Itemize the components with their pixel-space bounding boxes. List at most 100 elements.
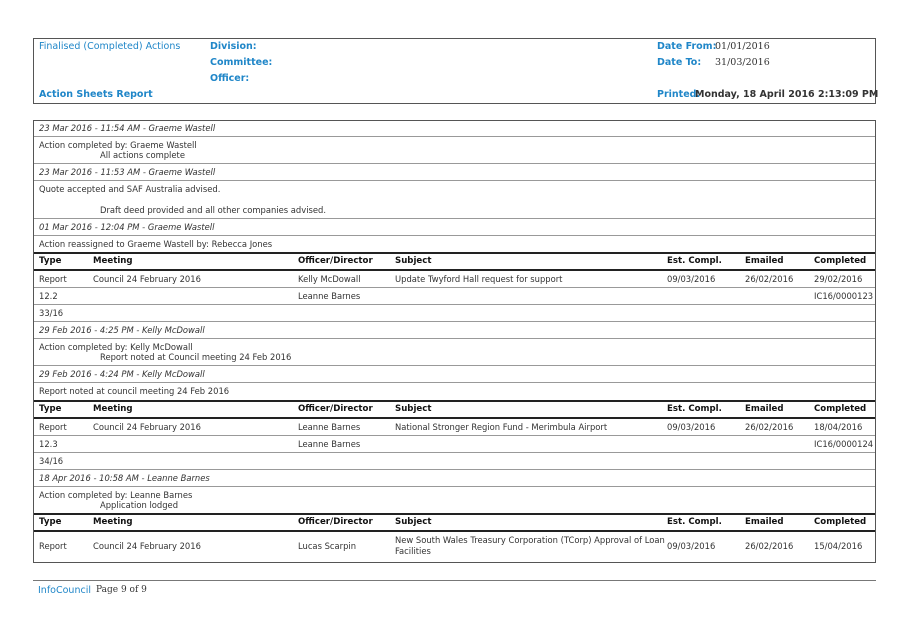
- divider: [34, 365, 875, 366]
- table-header-rule: [34, 400, 875, 402]
- col-completed: Completed: [814, 517, 867, 527]
- col-est-compl: Est. Compl.: [667, 517, 722, 527]
- divider: [34, 338, 875, 339]
- divider: [34, 382, 875, 383]
- table-header-rule: [34, 252, 875, 254]
- col-officer: Officer/Director: [298, 256, 373, 266]
- item-est-compl: 09/03/2016: [667, 541, 716, 551]
- note-text: Action completed by: Graeme Wastell: [39, 140, 197, 150]
- divider: [34, 163, 875, 164]
- printed-label: Printed:: [657, 89, 701, 100]
- date-to-label: Date To:: [657, 57, 702, 68]
- note-timestamp: 18 Apr 2016 - 10:58 AM - Leanne Barnes: [39, 473, 210, 483]
- table-header-rule: [34, 513, 875, 515]
- col-completed: Completed: [814, 404, 867, 414]
- item-emailed: 26/02/2016: [745, 422, 794, 432]
- note-timestamp: 29 Feb 2016 - 4:24 PM - Kelly McDowall: [39, 369, 205, 379]
- item-director: Leanne Barnes: [298, 291, 361, 301]
- printed-value: Monday, 18 April 2016 2:13:09 PM: [695, 89, 879, 100]
- col-emailed: Emailed: [745, 256, 784, 266]
- report-body: 23 Mar 2016 - 11:54 AM - Graeme Wastell …: [33, 120, 876, 563]
- col-type: Type: [39, 256, 62, 266]
- col-type: Type: [39, 404, 62, 414]
- footer-app-name: InfoCouncil: [38, 585, 91, 596]
- officer-label: Officer:: [210, 73, 250, 84]
- col-officer: Officer/Director: [298, 517, 373, 527]
- col-subject: Subject: [395, 256, 432, 266]
- date-from-label: Date From:: [657, 41, 717, 52]
- note-timestamp: 29 Feb 2016 - 4:25 PM - Kelly McDowall: [39, 325, 205, 335]
- note-timestamp: 01 Mar 2016 - 12:04 PM - Graeme Wastell: [39, 222, 215, 232]
- note-text: Action completed by: Kelly McDowall: [39, 342, 193, 352]
- item-emailed: 26/02/2016: [745, 541, 794, 551]
- item-meeting: Council 24 February 2016: [93, 422, 201, 432]
- item-number: 12.2: [39, 291, 58, 301]
- item-meeting: Council 24 February 2016: [93, 274, 201, 284]
- division-label: Division:: [210, 41, 257, 52]
- item-officer: Leanne Barnes: [298, 422, 361, 432]
- note-text: Draft deed provided and all other compan…: [100, 205, 327, 215]
- item-completed: 18/04/2016: [814, 422, 863, 432]
- item-director: Leanne Barnes: [298, 439, 361, 449]
- col-emailed: Emailed: [745, 404, 784, 414]
- report-header: Finalised (Completed) Actions Action She…: [33, 38, 879, 104]
- item-est-compl: 09/03/2016: [667, 422, 716, 432]
- divider: [34, 180, 875, 181]
- note-text: Application lodged: [100, 500, 179, 510]
- table-header-rule: [34, 417, 875, 419]
- note-timestamp: 23 Mar 2016 - 11:54 AM - Graeme Wastell: [39, 123, 216, 133]
- item-meeting: Council 24 February 2016: [93, 541, 201, 551]
- note-text: Report noted at council meeting 24 Feb 2…: [39, 386, 230, 396]
- item-subject: National Stronger Region Fund - Merimbul…: [395, 422, 608, 432]
- col-est-compl: Est. Compl.: [667, 256, 722, 266]
- divider: [34, 304, 875, 305]
- divider: [34, 486, 875, 487]
- note-text: Report noted at Council meeting 24 Feb 2…: [100, 352, 292, 362]
- committee-label: Committee:: [210, 57, 273, 68]
- note-text: Action reassigned to Graeme Wastell by: …: [39, 239, 273, 249]
- item-ref: IC16/0000124: [814, 439, 874, 449]
- divider: [34, 435, 875, 436]
- item-emailed: 26/02/2016: [745, 274, 794, 284]
- item-officer: Kelly McDowall: [298, 274, 361, 284]
- divider: [34, 287, 875, 288]
- item-ref: IC16/0000123: [814, 291, 874, 301]
- footer-page-number: Page 9 of 9: [96, 585, 147, 595]
- item-number: 12.3: [39, 439, 58, 449]
- col-meeting: Meeting: [93, 256, 133, 266]
- item-type: Report: [39, 541, 67, 551]
- col-subject: Subject: [395, 404, 432, 414]
- report-title: Action Sheets Report: [39, 89, 153, 100]
- report-status: Finalised (Completed) Actions: [39, 41, 181, 52]
- note-text: Quote accepted and SAF Australia advised…: [39, 184, 221, 194]
- item-officer: Lucas Scarpin: [298, 541, 357, 551]
- table-header-rule: [34, 269, 875, 271]
- item-resolution: 34/16: [39, 456, 64, 466]
- col-emailed: Emailed: [745, 517, 784, 527]
- item-type: Report: [39, 422, 67, 432]
- item-completed: 29/02/2016: [814, 274, 863, 284]
- note-text: Action completed by: Leanne Barnes: [39, 490, 193, 500]
- col-meeting: Meeting: [93, 517, 133, 527]
- note-timestamp: 23 Mar 2016 - 11:53 AM - Graeme Wastell: [39, 167, 216, 177]
- divider: [34, 469, 875, 470]
- col-completed: Completed: [814, 256, 867, 266]
- col-subject: Subject: [395, 517, 432, 527]
- date-from-value: 01/01/2016: [715, 41, 770, 52]
- divider: [34, 321, 875, 322]
- divider: [34, 452, 875, 453]
- item-subject: New South Wales Treasury Corporation (TC…: [395, 535, 665, 545]
- table-header-rule: [34, 530, 875, 532]
- divider: [34, 235, 875, 236]
- item-est-compl: 09/03/2016: [667, 274, 716, 284]
- date-to-value: 31/03/2016: [715, 57, 770, 68]
- divider: [34, 136, 875, 137]
- divider: [34, 218, 875, 219]
- item-subject: Update Twyford Hall request for support: [395, 274, 563, 284]
- item-completed: 15/04/2016: [814, 541, 863, 551]
- item-subject-cont: Facilities: [395, 546, 431, 556]
- col-meeting: Meeting: [93, 404, 133, 414]
- note-text: All actions complete: [100, 150, 185, 160]
- footer-rule: [33, 580, 876, 581]
- item-resolution: 33/16: [39, 308, 64, 318]
